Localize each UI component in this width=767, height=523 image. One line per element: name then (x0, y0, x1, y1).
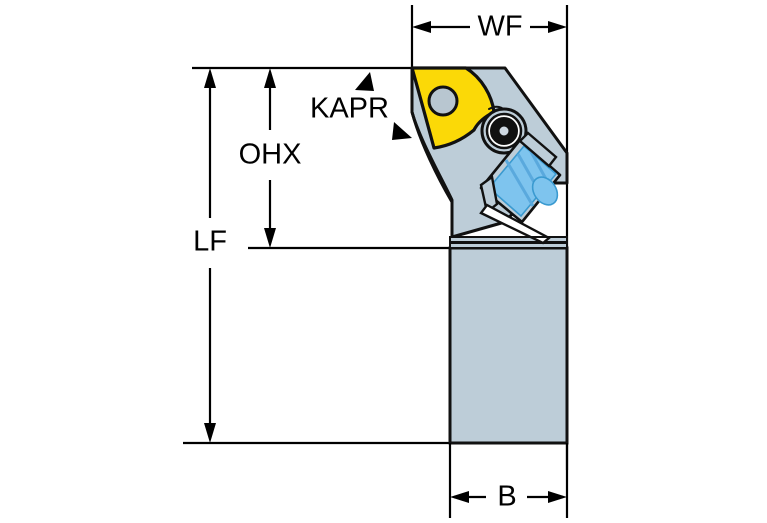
kapr-arrow-upper-icon (355, 72, 374, 91)
cutting-insert (410, 66, 510, 150)
coolant-clamp-assembly (479, 131, 568, 245)
ohx-arrow-up-icon (264, 68, 276, 88)
wf-arrow-left-icon (412, 21, 431, 33)
tool-shank (448, 246, 569, 445)
dimension-lf: LF (193, 68, 227, 443)
lf-arrow-down-icon (204, 423, 216, 443)
b-arrow-right-icon (548, 491, 567, 503)
clamp-support-strut (479, 203, 552, 245)
dimension-ohx: OHX (239, 68, 302, 248)
kapr-label: KAPR (310, 93, 389, 125)
coolant-nozzle-tip (531, 176, 559, 206)
dimension-b: B (448, 443, 569, 518)
coolant-flow-region (487, 144, 558, 218)
coolant-streak-1 (504, 159, 535, 207)
clamp-bracket-upper (518, 131, 558, 168)
clamp-bracket-lower (479, 174, 499, 215)
lf-arrow-up-icon (204, 68, 216, 88)
wf-arrow-right-icon (548, 21, 567, 33)
head-shank-band-lower (449, 242, 568, 249)
clamp-screw (480, 107, 528, 155)
screw-torx-socket (497, 124, 511, 138)
insert-center-hole (427, 85, 459, 117)
dimension-kapr: KAPR (310, 72, 412, 140)
b-arrow-left-icon (450, 491, 469, 503)
head-left-flank (410, 110, 454, 204)
ohx-label: OHX (239, 139, 302, 171)
wf-label: WF (477, 11, 522, 43)
ohx-arrow-down-icon (264, 228, 276, 248)
lf-label: LF (193, 226, 227, 258)
kapr-arrow-lower-icon (392, 122, 412, 140)
shank-body (448, 246, 569, 445)
b-label: B (497, 481, 516, 513)
